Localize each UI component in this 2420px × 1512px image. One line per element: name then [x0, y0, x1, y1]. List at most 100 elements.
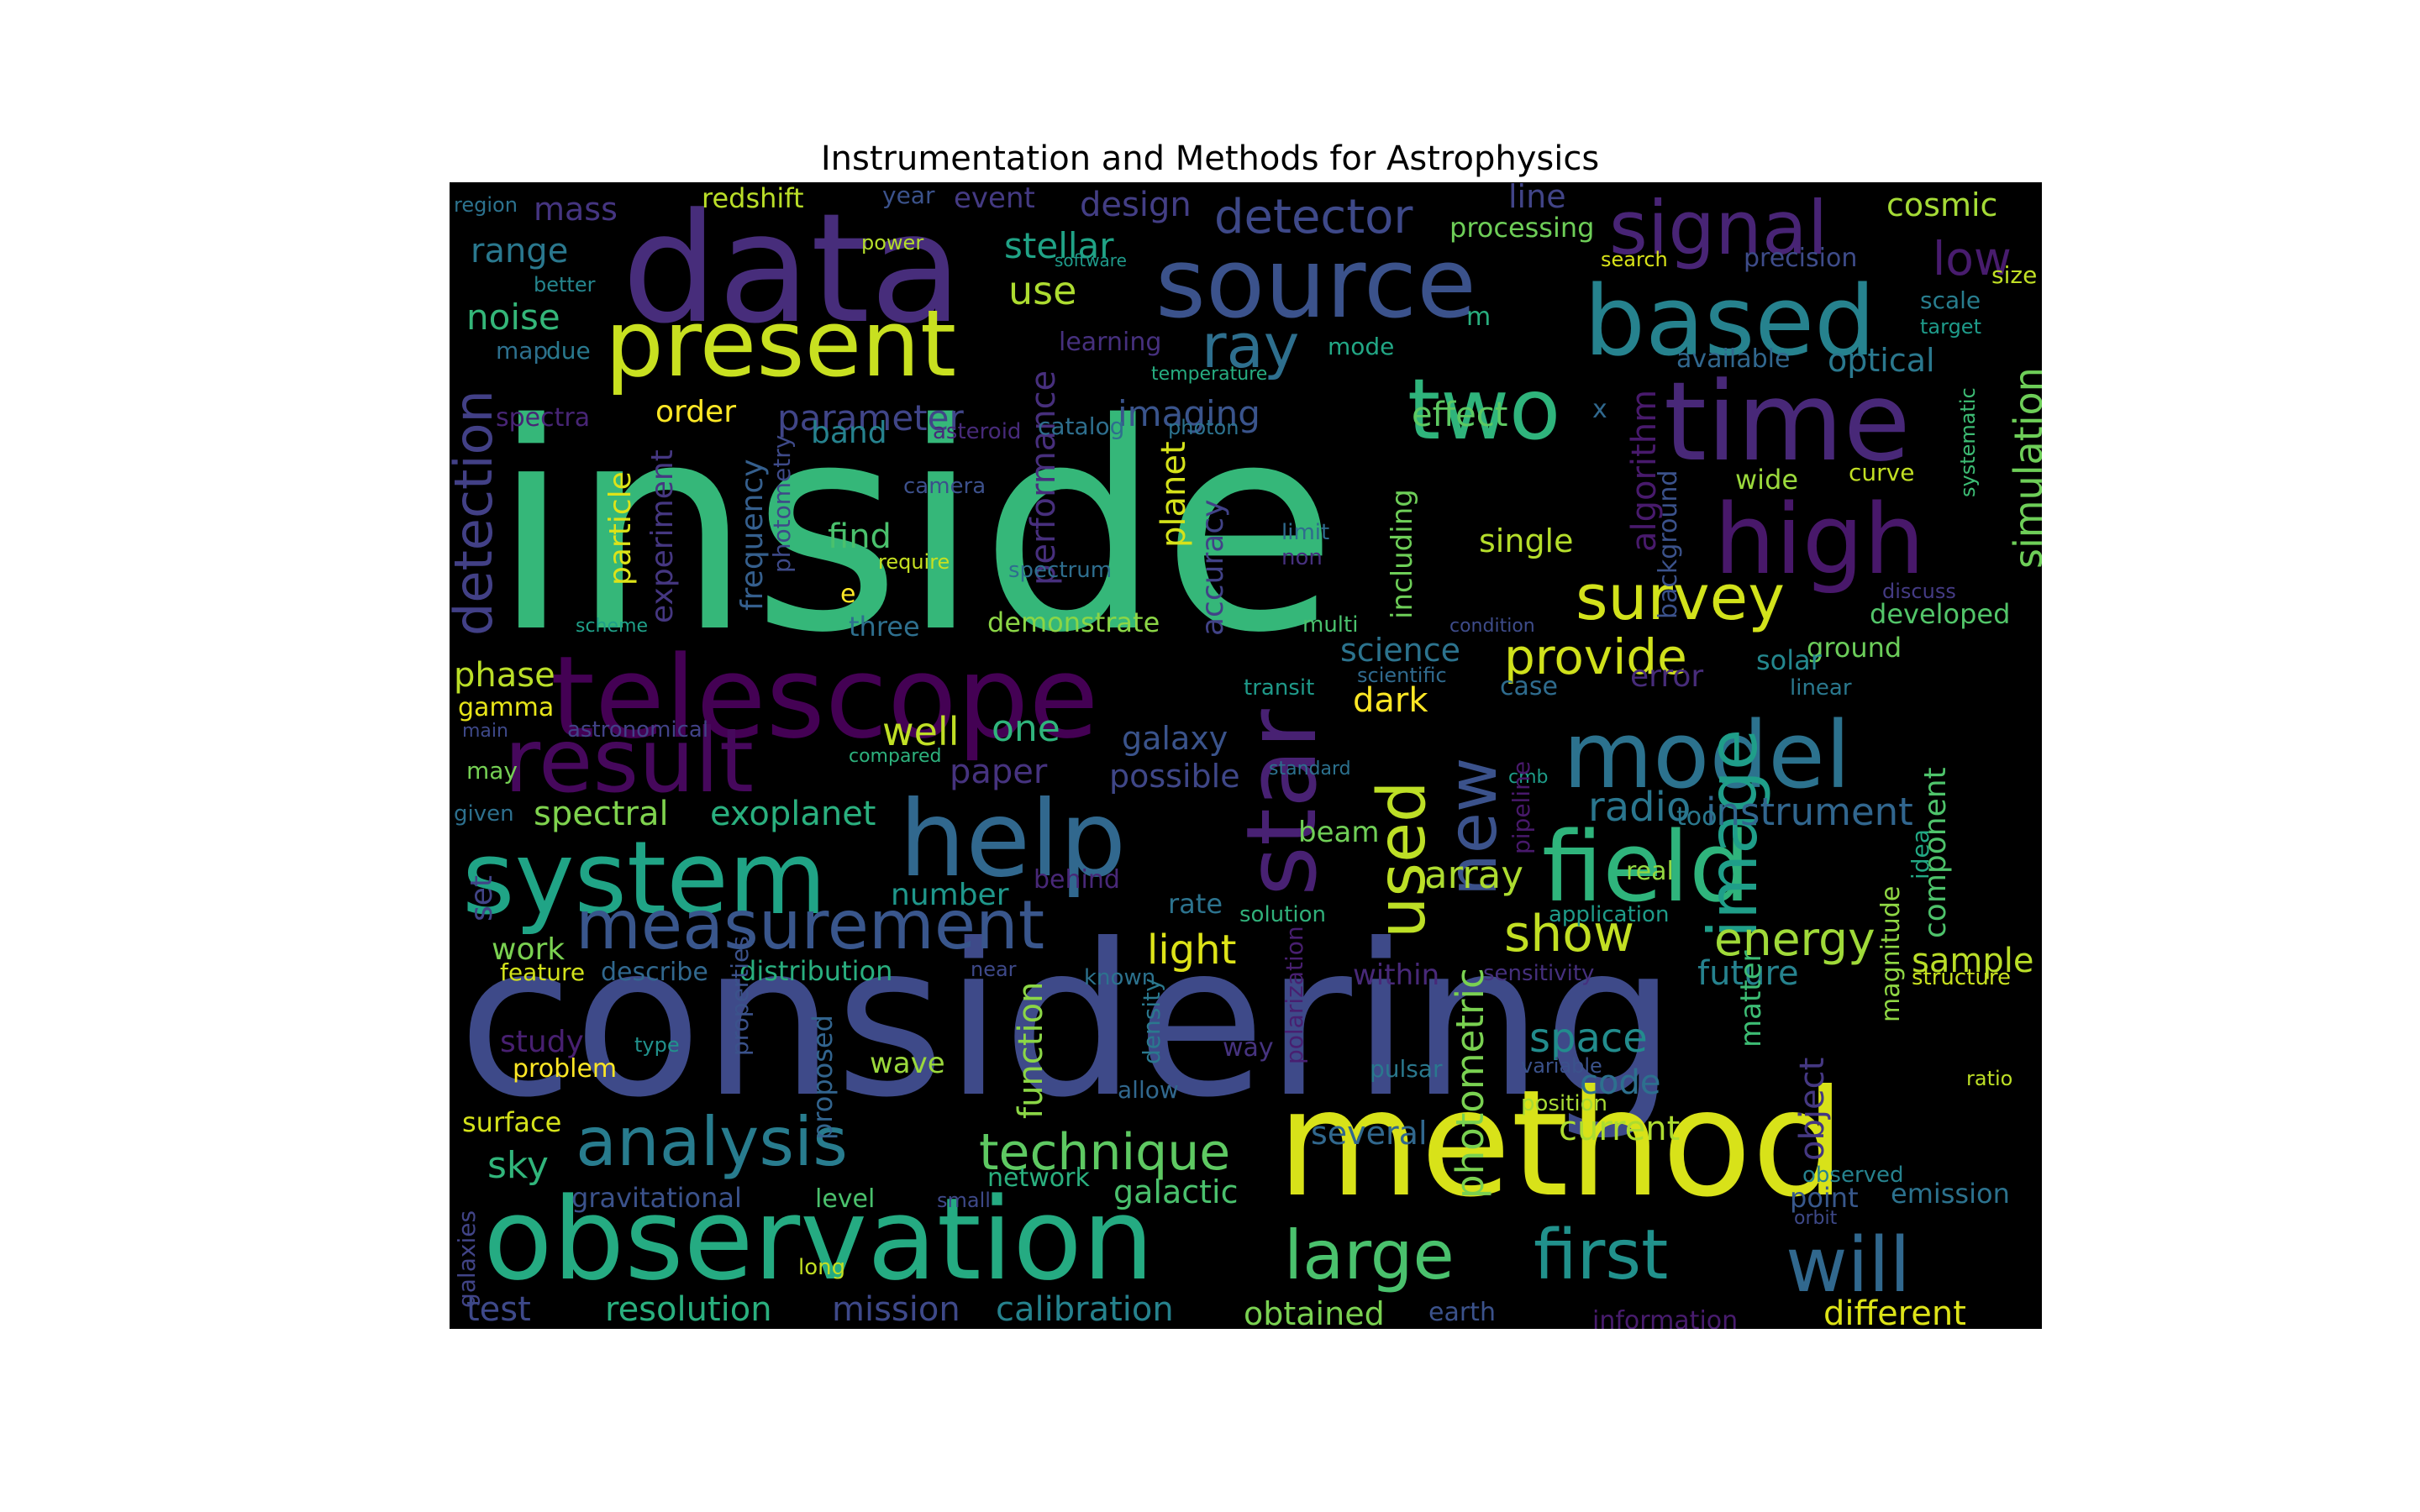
word-type: type: [634, 1033, 680, 1057]
word-emission: emission: [1891, 1178, 2010, 1210]
word-processing: processing: [1449, 212, 1594, 244]
word-will: will: [1786, 1221, 1911, 1310]
word-one: one: [992, 707, 1060, 750]
word-mass: mass: [534, 191, 618, 228]
word-model: model: [1563, 701, 1851, 809]
word-dark: dark: [1353, 681, 1428, 720]
word-may: may: [466, 757, 518, 785]
word-study: study: [500, 1025, 584, 1059]
word-time: time: [1664, 358, 1911, 486]
word-discuss: discuss: [1882, 580, 1956, 603]
word-astronomical: astronomical: [567, 717, 708, 743]
word-multi: multi: [1302, 612, 1358, 638]
word-different: different: [1823, 1294, 1966, 1329]
word-sample: sample: [1912, 942, 2033, 980]
word-software: software: [1055, 250, 1127, 270]
word-single: single: [1479, 522, 1574, 559]
word-cosmic: cosmic: [1886, 186, 1997, 223]
word-accuracy: accuracy: [1196, 500, 1230, 636]
word-measurement: measurement: [576, 886, 1044, 964]
word-resolution: resolution: [605, 1290, 772, 1329]
word-systematic: systematic: [1956, 387, 1980, 497]
word-signal: signal: [1609, 185, 1828, 271]
word-problem: problem: [513, 1054, 617, 1084]
word-photometric: photometric: [1448, 968, 1492, 1199]
word-paper: paper: [950, 753, 1048, 791]
word-cmb: cmb: [1508, 767, 1549, 788]
word-curve: curve: [1849, 459, 1914, 486]
word-detector: detector: [1214, 190, 1413, 244]
word-exoplanet: exoplanet: [710, 795, 876, 833]
word-obtained: obtained: [1244, 1295, 1385, 1329]
word-based: based: [1584, 265, 1876, 378]
word-order: order: [655, 395, 736, 429]
word-technique: technique: [979, 1123, 1230, 1182]
word-due: due: [546, 337, 591, 365]
word-target: target: [1920, 315, 1981, 339]
word-system: system: [462, 821, 827, 937]
word-x: x: [1592, 395, 1607, 424]
word-well: well: [882, 709, 959, 754]
word-simulation: simulation: [2006, 367, 2042, 569]
word-function: function: [1012, 982, 1050, 1119]
word-standard: standard: [1269, 759, 1351, 780]
word-large: large: [1284, 1216, 1455, 1294]
word-error: error: [1630, 659, 1703, 694]
word-precision: precision: [1744, 244, 1857, 273]
word-range: range: [471, 232, 568, 270]
word-space: space: [1529, 1015, 1648, 1062]
word-object: object: [1793, 1058, 1832, 1161]
word-help: help: [899, 779, 1126, 900]
word-application: application: [1549, 902, 1669, 927]
word-within: within: [1353, 958, 1439, 992]
word-pulsar: pulsar: [1370, 1055, 1443, 1083]
word-sky: sky: [487, 1144, 549, 1187]
word-solar: solar: [1756, 644, 1823, 676]
word-present: present: [605, 290, 956, 397]
word-detection: detection: [450, 390, 504, 636]
word-magnitude: magnitude: [1876, 886, 1906, 1022]
word-surface: surface: [462, 1106, 561, 1138]
word-method: method: [1277, 1059, 1845, 1230]
word-case: case: [1500, 672, 1558, 701]
word-earth: earth: [1428, 1298, 1496, 1327]
word-set: set: [465, 875, 499, 921]
word-ground: ground: [1807, 632, 1902, 664]
word-array: array: [1424, 853, 1523, 897]
word-mission: mission: [832, 1290, 960, 1329]
word-region: region: [454, 193, 518, 217]
word-limit: limit: [1281, 520, 1329, 545]
word-energy: energy: [1714, 912, 1876, 966]
word-e: e: [840, 580, 855, 609]
word-better: better: [534, 273, 596, 297]
word-image: image: [1694, 729, 1772, 938]
word-low: low: [1933, 232, 2012, 286]
word-long: long: [798, 1255, 845, 1280]
word-three: three: [849, 611, 920, 643]
word-phase: phase: [454, 656, 555, 695]
word-require: require: [878, 550, 950, 574]
word-redshift: redshift: [702, 182, 804, 214]
chart-title: Instrumentation and Methods for Astrophy…: [820, 139, 1600, 178]
word-power: power: [861, 231, 923, 255]
word-near: near: [971, 958, 1017, 981]
word-developed: developed: [1870, 598, 2010, 630]
word-distribution: distribution: [739, 955, 892, 987]
word-camera: camera: [903, 474, 986, 499]
word-photometry: photometry: [768, 435, 796, 573]
word-inside: inside: [492, 363, 1338, 696]
word-way: way: [1223, 1033, 1274, 1063]
word-effect: effect: [1412, 396, 1507, 434]
word-allow: allow: [1118, 1076, 1179, 1104]
word-show: show: [1504, 905, 1634, 963]
word-frequency: frequency: [735, 459, 770, 611]
word-test: test: [466, 1290, 531, 1329]
word-cloud-canvas: insideconsideringdatamethodobservationte…: [450, 182, 2042, 1329]
word-network: network: [987, 1163, 1090, 1193]
word-compared: compared: [849, 746, 942, 767]
word-transit: transit: [1244, 675, 1314, 701]
word-instrument: instrument: [1706, 790, 1913, 834]
word-work: work: [492, 932, 565, 967]
word-demonstrate: demonstrate: [987, 606, 1160, 638]
